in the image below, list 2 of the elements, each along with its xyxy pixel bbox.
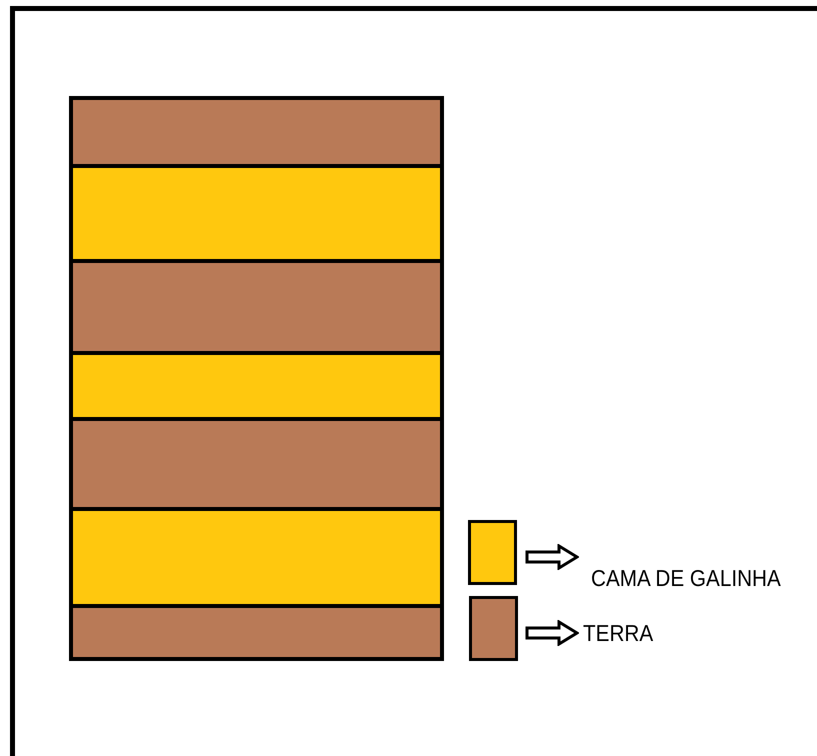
legend-label: CAMA DE GALINHA (591, 565, 781, 592)
legend-label: TERRA (583, 620, 654, 647)
